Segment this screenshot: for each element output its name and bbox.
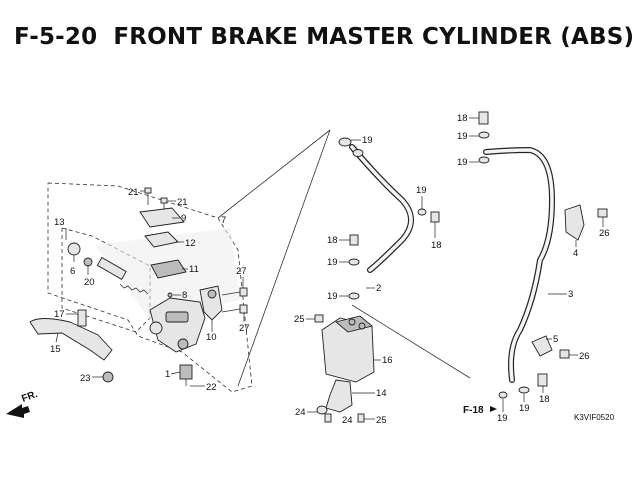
callout-25-a: 25 bbox=[294, 314, 305, 325]
callout-9: 9 bbox=[181, 213, 186, 224]
section-code: F-5-20 bbox=[14, 24, 98, 50]
bolt-24-b bbox=[357, 413, 365, 423]
bolt-18-group bbox=[348, 234, 360, 300]
bolt-18-top bbox=[478, 111, 490, 164]
holder-10 bbox=[199, 285, 223, 321]
section-title: FRONT BRAKE MASTER CYLINDER (ABS) bbox=[113, 24, 635, 50]
front-direction-label: FR. bbox=[20, 389, 39, 405]
callout-1: 1 bbox=[165, 369, 170, 380]
callout-18-b: 18 bbox=[327, 235, 338, 246]
callout-18-c: 18 bbox=[457, 113, 468, 124]
callout-19-f: 19 bbox=[457, 157, 468, 168]
bracket-14 bbox=[325, 379, 353, 413]
callout-7: 7 bbox=[221, 215, 226, 226]
pin-8 bbox=[167, 292, 173, 298]
bolt-18-hose bbox=[417, 208, 440, 223]
callout-19-d: 19 bbox=[327, 291, 338, 302]
master-cylinder-body bbox=[149, 297, 206, 353]
callout-2: 2 bbox=[376, 283, 381, 294]
callout-19-b: 19 bbox=[416, 185, 427, 196]
callout-19-e: 19 bbox=[457, 131, 468, 142]
brake-hose-2 bbox=[338, 137, 414, 273]
bolt-27-b bbox=[221, 304, 248, 314]
callout-10: 10 bbox=[206, 332, 217, 343]
bolt-25-a bbox=[314, 314, 324, 323]
callout-27-b: 27 bbox=[239, 323, 250, 334]
callout-24-a: 24 bbox=[295, 407, 306, 418]
bolt-18-bottom bbox=[498, 373, 548, 399]
callout-18-a: 18 bbox=[431, 240, 442, 251]
callout-19-h: 19 bbox=[497, 413, 508, 424]
bolt-26-b bbox=[559, 349, 570, 359]
screw-21-a bbox=[144, 187, 152, 205]
callout-26-a: 26 bbox=[599, 228, 610, 239]
callout-23: 23 bbox=[80, 373, 91, 384]
bolt-27-a bbox=[221, 287, 248, 297]
reference-f18: F-18 bbox=[463, 405, 484, 416]
pivot-bolt-17 bbox=[77, 309, 87, 327]
clamp-4 bbox=[564, 204, 585, 241]
callout-6: 6 bbox=[70, 266, 75, 277]
reservoir-cap-9 bbox=[139, 207, 185, 228]
reference-arrow bbox=[490, 406, 497, 412]
clamp-5 bbox=[531, 335, 553, 357]
callout-26-b: 26 bbox=[579, 351, 590, 362]
callout-11: 11 bbox=[189, 264, 199, 275]
brake-lever-15 bbox=[29, 318, 113, 361]
callout-17: 17 bbox=[54, 309, 65, 320]
callout-4: 4 bbox=[573, 248, 578, 259]
callout-19-a: 19 bbox=[362, 135, 373, 146]
callout-19-g: 19 bbox=[519, 403, 530, 414]
nut-23 bbox=[102, 371, 114, 383]
callout-16: 16 bbox=[382, 355, 393, 366]
callout-3: 3 bbox=[568, 289, 573, 300]
callout-19-c: 19 bbox=[327, 257, 338, 268]
callout-22: 22 bbox=[206, 382, 217, 393]
callout-15: 15 bbox=[50, 344, 61, 355]
callout-5: 5 bbox=[553, 334, 558, 345]
diaphragm-11 bbox=[150, 259, 187, 279]
callout-24-b: 24 bbox=[342, 415, 353, 426]
front-direction-arrow bbox=[6, 404, 30, 418]
callout-20: 20 bbox=[84, 277, 95, 288]
callout-21-b: 21 bbox=[177, 197, 188, 208]
piston-kit-13 bbox=[67, 242, 149, 295]
callout-12: 12 bbox=[185, 238, 196, 249]
brake-hose-3 bbox=[483, 147, 555, 383]
callout-21-a: 21 bbox=[128, 187, 139, 198]
callout-27-a: 27 bbox=[236, 266, 247, 277]
callout-8: 8 bbox=[182, 290, 187, 301]
callout-18-d: 18 bbox=[539, 394, 550, 405]
abs-modulator-16 bbox=[321, 315, 375, 383]
brake-switch bbox=[179, 364, 193, 386]
page-title: F-5-20 FRONT BRAKE MASTER CYLINDER (ABS) bbox=[14, 24, 634, 50]
bolt-26-a bbox=[597, 208, 608, 218]
frame-leaders bbox=[217, 129, 471, 387]
diagram-code: K3VIF0520 bbox=[574, 413, 615, 422]
callout-14: 14 bbox=[376, 388, 387, 399]
callout-13: 13 bbox=[54, 217, 65, 228]
bolt-24-a bbox=[316, 405, 332, 423]
callout-25-b: 25 bbox=[376, 415, 387, 426]
